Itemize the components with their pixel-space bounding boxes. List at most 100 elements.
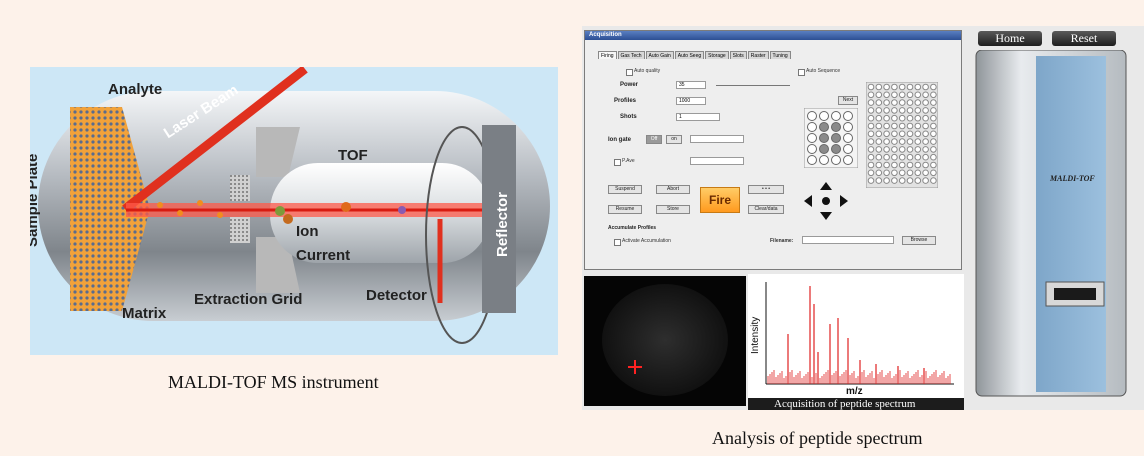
label-sample-plate: Sample Plate — [30, 153, 41, 247]
plate-well — [930, 146, 937, 153]
plate-well — [883, 138, 890, 145]
tab-gas-tech[interactable]: Gas Tech — [617, 51, 645, 59]
reflector — [482, 125, 516, 313]
reset-button[interactable]: Reset — [1052, 31, 1116, 46]
plate-well — [898, 107, 906, 114]
plate-well — [867, 122, 875, 130]
plate-well — [891, 91, 898, 99]
activate-accumulation-checkbox[interactable] — [614, 239, 621, 246]
browse-button[interactable]: Browse — [902, 236, 936, 245]
plate-well — [930, 122, 937, 130]
plate-well — [883, 99, 890, 106]
clear-data-button[interactable]: Clear/data — [748, 205, 784, 214]
spectrum-peaks — [767, 286, 951, 384]
next-button[interactable]: Next — [838, 96, 858, 105]
well-preview — [807, 155, 817, 165]
spectrum-xlabel: m/z — [846, 386, 863, 397]
plate-well — [875, 91, 883, 99]
well-preview — [819, 144, 829, 154]
shots-select[interactable]: 1 — [676, 113, 720, 121]
p-ave-input[interactable] — [690, 157, 744, 165]
spectrum-footer: Acquisition of peptide spectrum — [774, 398, 916, 410]
plate-well — [867, 138, 875, 145]
plate-well — [883, 83, 890, 91]
well-preview — [843, 144, 853, 154]
instrument-illustration — [38, 67, 550, 344]
fire-button[interactable]: Fire — [700, 187, 740, 213]
plate-well — [867, 99, 875, 106]
plate-well — [906, 99, 914, 106]
plate-well — [891, 122, 898, 130]
extraction-electrode-top — [256, 127, 300, 177]
plate-well — [875, 130, 883, 138]
p-ave-checkbox[interactable] — [614, 159, 621, 166]
ion-gate-on-button[interactable]: on — [666, 135, 682, 144]
ion-gate-label: Ion gate — [608, 137, 632, 143]
sample-plate — [70, 107, 150, 311]
well-preview — [843, 133, 853, 143]
plate-well — [867, 146, 875, 153]
plate-well — [930, 99, 937, 106]
filename-input[interactable] — [802, 236, 894, 244]
plate-well — [875, 122, 883, 130]
ion-gate-input[interactable] — [690, 135, 744, 143]
tab-slots[interactable]: Slots — [729, 51, 747, 59]
power-input[interactable]: 35 — [676, 81, 706, 89]
plate-well — [930, 138, 937, 145]
auto-quality-checkbox[interactable] — [626, 69, 633, 76]
sample-plate-grid[interactable] — [866, 82, 938, 188]
well-preview — [831, 155, 841, 165]
abort-button[interactable]: Abort — [656, 185, 690, 194]
store-button[interactable]: Store — [656, 205, 690, 214]
tab-auto-seeg[interactable]: Auto Seeg — [674, 51, 705, 59]
extraction-grid-lower — [230, 217, 250, 243]
plate-well — [883, 146, 890, 153]
well-preview — [807, 122, 817, 132]
plate-well — [914, 169, 922, 177]
plate-well — [898, 130, 906, 138]
plate-well — [875, 107, 883, 114]
tab-storage[interactable]: Storage — [705, 51, 729, 59]
tab-tuning[interactable]: Tuning — [769, 51, 791, 59]
plate-well — [898, 122, 906, 130]
home-button[interactable]: Home — [978, 31, 1042, 46]
plate-well — [875, 114, 883, 122]
plate-well — [898, 91, 906, 99]
plate-well — [914, 107, 922, 114]
plate-well — [891, 107, 898, 114]
plate-well — [875, 99, 883, 106]
plate-well — [883, 107, 890, 114]
suspend-button[interactable]: Suspend — [608, 185, 642, 194]
more-button[interactable]: • • • — [748, 185, 784, 194]
plate-well — [914, 83, 922, 91]
profiles-input[interactable]: 1000 — [676, 97, 706, 105]
tab-firing[interactable]: Firing — [598, 51, 617, 59]
plate-well — [906, 114, 914, 122]
ion-gate-off-button[interactable]: Off — [646, 135, 662, 144]
plate-well — [891, 177, 898, 184]
plate-well — [922, 146, 929, 153]
laser-beam — [122, 67, 308, 213]
label-ion: Ion — [296, 223, 319, 240]
plate-well — [875, 153, 883, 161]
power-slider[interactable] — [716, 85, 790, 86]
p-ave-label: P.Ave — [622, 158, 635, 164]
filename-label: Filename: — [770, 238, 794, 244]
plate-well — [922, 177, 929, 184]
resume-button[interactable]: Resume — [608, 205, 642, 214]
profiles-label: Profiles — [614, 98, 637, 104]
target-wells-preview[interactable] — [804, 108, 858, 168]
well-preview — [807, 133, 817, 143]
auto-sequence-checkbox[interactable] — [798, 69, 805, 76]
machine-label: MALDI-TOF — [1050, 174, 1095, 183]
tab-auto-gain[interactable]: Auto Gain — [645, 51, 674, 59]
plate-well — [867, 91, 875, 99]
plate-well — [922, 91, 929, 99]
tab-raster[interactable]: Raster — [747, 51, 769, 59]
maldi-instrument-diagram: Analyte Laser Beam TOF Sample Plate Ion … — [30, 67, 558, 355]
plate-well — [906, 153, 914, 161]
plate-well — [914, 91, 922, 99]
well-preview — [819, 155, 829, 165]
acquisition-title: Acquisition — [585, 31, 961, 40]
stage-navigation-arrows[interactable] — [804, 182, 848, 220]
